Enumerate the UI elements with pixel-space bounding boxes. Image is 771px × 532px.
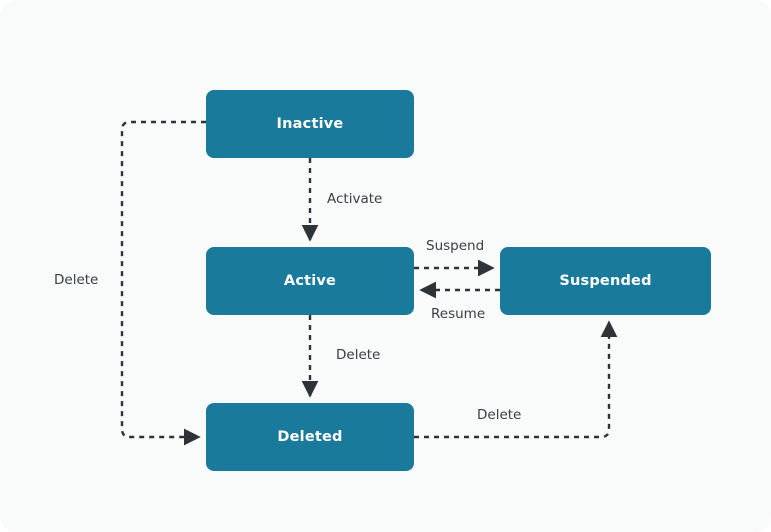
state-node-deleted[interactable]: Deleted	[206, 403, 414, 471]
edge-label-delete-inactive-deleted: Delete	[54, 272, 99, 288]
edge-label-suspend: Suspend	[426, 238, 485, 254]
edge-label-activate: Activate	[327, 191, 383, 207]
state-node-label: Inactive	[276, 116, 344, 132]
state-node-active[interactable]: Active	[206, 247, 414, 315]
state-node-label: Active	[283, 273, 337, 289]
edge-label-resume: Resume	[431, 306, 486, 322]
edge-label-delete-deleted-suspended: Delete	[477, 407, 522, 423]
edge-deleted-suspended	[414, 320, 618, 439]
state-node-inactive[interactable]: Inactive	[206, 90, 414, 158]
edge-inactive-deleted	[120, 120, 206, 446]
state-node-label: Deleted	[277, 429, 343, 445]
edge-label-delete-active-deleted: Delete	[336, 347, 381, 363]
state-node-suspended[interactable]: Suspended	[500, 247, 711, 315]
state-node-label: Suspended	[559, 273, 652, 289]
